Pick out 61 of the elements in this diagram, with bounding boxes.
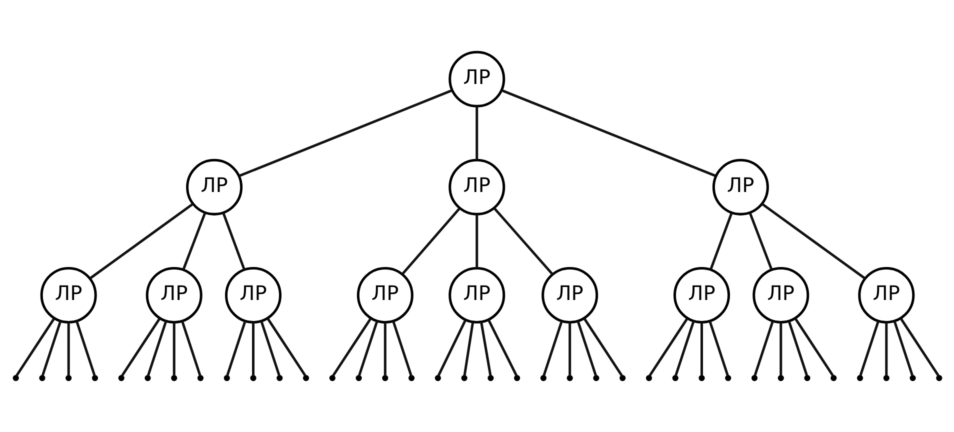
connector [700, 322, 702, 376]
node-circle: ЛР [712, 158, 768, 216]
connector [14, 318, 55, 377]
connector [74, 320, 96, 376]
connector [225, 320, 246, 376]
node-circle: ЛР [356, 266, 413, 324]
connector [709, 212, 732, 270]
connector [674, 320, 694, 376]
connector [708, 320, 729, 376]
connector [383, 322, 386, 376]
connector [884, 322, 888, 376]
connector [238, 89, 452, 178]
connector [400, 207, 460, 276]
connector [392, 320, 412, 376]
connector [899, 318, 940, 377]
connector [357, 320, 378, 376]
connector [648, 318, 688, 377]
connector [753, 320, 774, 376]
connector [182, 212, 206, 270]
connector [486, 319, 518, 377]
connector [146, 320, 167, 376]
connector [180, 320, 201, 376]
node-circle: ЛР [145, 266, 202, 324]
connector [858, 320, 880, 376]
connector [266, 318, 306, 377]
connector [748, 212, 772, 270]
node-circle: ЛР [752, 266, 809, 324]
node-circle: ЛР [224, 266, 282, 324]
connector [568, 322, 571, 376]
connector [576, 320, 597, 376]
connector [40, 320, 62, 376]
connector [222, 212, 245, 270]
node-circle: ЛР [186, 158, 242, 216]
connector [779, 322, 782, 376]
connector [760, 202, 866, 280]
node-circle: ЛР [448, 50, 505, 108]
connector [542, 320, 562, 376]
node-circle: ЛР [858, 266, 914, 324]
connector [331, 318, 372, 377]
node-circle: ЛР [541, 266, 598, 324]
connector [582, 318, 623, 377]
connector [462, 322, 474, 376]
node-circle: ЛР [448, 266, 505, 324]
connector [787, 320, 808, 376]
connector [475, 106, 478, 160]
connector [436, 320, 466, 377]
connector [794, 318, 834, 377]
connector [492, 207, 553, 276]
connector [88, 202, 194, 280]
connector [66, 322, 70, 376]
connector [480, 322, 492, 376]
node-circle: ЛР [448, 158, 505, 216]
connector [120, 318, 160, 377]
connector [260, 320, 280, 376]
node-circle: ЛР [40, 266, 96, 324]
connector [475, 214, 478, 268]
node-circle: ЛР [672, 266, 730, 324]
connector [252, 322, 254, 376]
connector [892, 320, 914, 376]
connector [500, 89, 716, 178]
connector [172, 322, 175, 376]
